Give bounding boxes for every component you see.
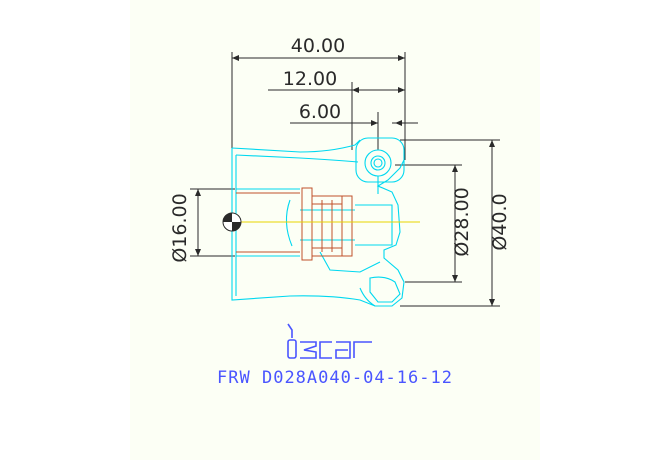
part-number: FRW D028A040-04-16-12 — [217, 368, 453, 388]
dim-40: 40.00 — [291, 35, 345, 57]
dim-6: 6.00 — [299, 101, 341, 123]
coolant-symbol — [222, 212, 242, 232]
dimension-lines-top — [231, 52, 418, 160]
section-lines — [236, 187, 353, 261]
dim-12: 12.00 — [283, 68, 337, 90]
dim-16: Ø16.00 — [169, 193, 191, 262]
dim-28: Ø28.00 — [451, 187, 473, 256]
dimension-lines-right — [395, 139, 500, 307]
dim-40-diameter: Ø40.0 — [489, 193, 511, 250]
dimension-lines-left — [190, 188, 235, 257]
iscar-logo — [287, 323, 372, 359]
